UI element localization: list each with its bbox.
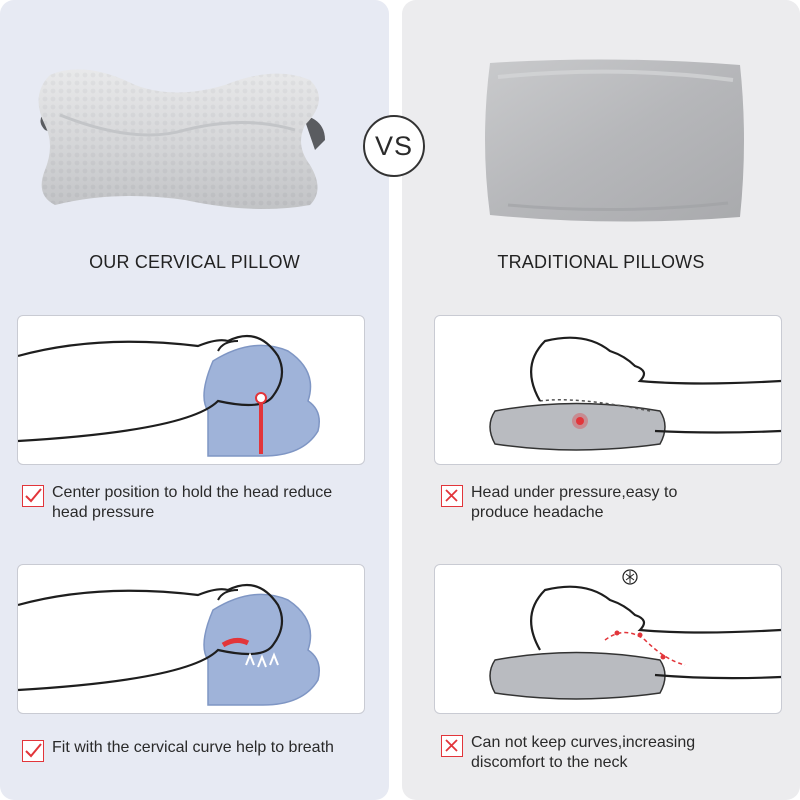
traditional-diagram-card-1: [434, 315, 782, 465]
traditional-neck-illustration: [489, 569, 781, 700]
traditional-pillow-heading: TRADITIONAL PILLOWS: [497, 252, 705, 272]
x-icon: [441, 485, 463, 507]
check-icon: [22, 485, 44, 507]
traditional-sleeper-illustration: [489, 336, 781, 451]
vs-label: VS: [374, 130, 414, 161]
cervical-pillow-heading: OUR CERVICAL PILLOW: [89, 252, 300, 272]
traditional-note-2-text: Can not keep curves,increasing discomfor…: [471, 734, 696, 771]
vs-badge: VS: [363, 115, 425, 177]
traditional-note-2: Can not keep curves,increasing discomfor…: [441, 733, 781, 773]
cervical-breathing-illustration: [18, 583, 320, 706]
traditional-note-1: Head under pressure,easy to produce head…: [441, 483, 781, 523]
headache-scribble-icon: [622, 569, 638, 585]
traditional-pillow-image: [485, 59, 744, 222]
cervical-note-2: Fit with the cervical curve help to brea…: [22, 738, 382, 762]
cervical-pillow-image: [38, 69, 325, 209]
cervical-diagram-card-1: [17, 315, 365, 465]
cervical-sleeper-illustration: [18, 334, 320, 457]
x-icon: [441, 735, 463, 757]
traditional-note-1-text: Head under pressure,easy to produce head…: [471, 484, 678, 521]
traditional-diagram-card-2: [434, 564, 782, 714]
cervical-note-1: Center position to hold the head reduce …: [22, 483, 372, 523]
check-icon: [22, 740, 44, 762]
cervical-note-2-text: Fit with the cervical curve help to brea…: [52, 739, 334, 756]
cervical-note-1-text: Center position to hold the head reduce …: [52, 484, 333, 521]
cervical-diagram-card-2: [17, 564, 365, 714]
